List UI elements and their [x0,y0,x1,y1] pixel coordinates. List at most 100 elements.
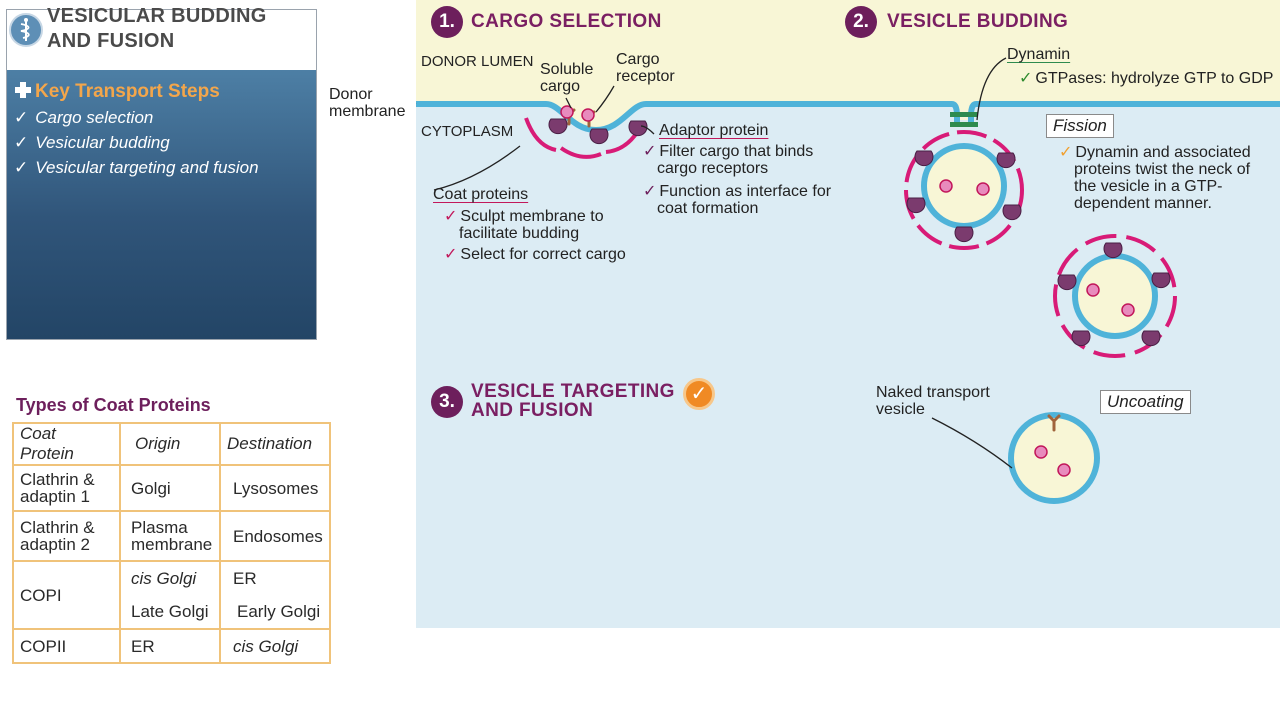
adaptor-protein-label: Adaptor protein [659,122,769,139]
table-cell: cis Golgi Late Golgi [119,560,221,630]
cell-line: Early Golgi [237,602,321,621]
coat-note: ✓Select for correct cargo [444,246,626,263]
checkmark-icon: ✓ [444,246,458,263]
checkmark-badge-icon: ✓ [683,378,715,410]
step-item: ✓ Cargo selection [14,108,153,128]
label-line: Donor [329,86,373,103]
table-cell: cis Golgi [219,628,331,664]
key-steps-panel [6,70,317,340]
uncoating-label: Uncoating [1100,390,1191,414]
naked-transport-vesicle [1008,412,1100,504]
table-cell: ER [119,628,221,664]
note-line: coat formation [657,200,759,217]
table-row: Clathrin & adaptin 1 Golgi Lysosomes [12,464,331,512]
note-line: cargo receptors [657,160,769,177]
coat-table-title: Types of Coat Proteins [16,395,211,415]
checkmark-icon: ✓ [14,108,29,127]
note-line: Function as interface for [659,183,832,200]
page-title: VESICULAR BUDDING AND FUSION [47,4,297,54]
vesicle-diagram [416,0,1280,504]
note-line: dependent manner. [1074,195,1212,212]
note-line: Sculpt membrane to [460,208,604,225]
dynamin-rings [950,112,978,127]
coat-proteins-cluster [524,105,648,159]
leader-lines [416,57,1013,469]
section-1-number: 1. [431,6,463,38]
section-2-number: 2. [845,6,877,38]
key-steps-heading: Key Transport Steps [35,81,220,102]
step-item: ✓Vesicular budding [14,133,170,153]
checkmark-icon: ✓ [643,183,657,200]
label-line: cargo [540,78,581,95]
donor-membrane-label: Donor membrane [329,86,405,120]
cell-line: adaptin 1 [20,487,90,506]
table-row: Clathrin & adaptin 2 Plasma membrane End… [12,510,331,562]
table-cell: ER Early Golgi [219,560,331,630]
table-header-row: Coat Protein Origin Destination [12,422,331,466]
budding-vesicle [904,130,1024,250]
step-label: Cargo selection [35,108,154,127]
cell-text: cis Golgi [233,636,299,656]
column-header: Coat Protein [12,422,121,466]
coat-proteins-label: Coat proteins [433,186,529,203]
label-line: membrane [329,103,406,120]
label-line: Cargo [616,51,660,68]
table-cell: COPII [12,628,121,664]
section-3-title-line: AND FUSION [471,400,594,421]
coat-protein-table: Coat Protein Origin Destination Clathrin… [12,422,331,664]
label-line: vesicle [876,401,925,418]
plus-icon [15,82,31,98]
title-card [6,9,317,70]
cytoplasm-label: CYTOPLASM [421,123,514,140]
soluble-cargo-label: Soluble cargo [540,61,593,95]
cell-line: Clathrin & [20,518,95,537]
checkmark-icon: ✓ [643,143,657,160]
cell-text: cis Golgi [131,569,197,588]
note-line: facilitate budding [459,225,580,242]
table-cell: Endosomes [219,510,331,562]
cell-line: adaptin 2 [20,535,90,554]
adaptor-note: ✓Function as interface for coat formatio… [643,183,831,217]
page-title-line-1: VESICULAR BUDDING [47,5,267,27]
note-line: proteins twist the neck of [1074,161,1251,178]
donor-lumen-label: DONOR LUMEN [421,53,534,70]
cell-line: Plasma [131,518,188,537]
note-line: GTPases: hydrolyze GTP to GDP [1035,70,1274,87]
donor-membrane [968,101,1280,126]
column-header: Destination [219,422,331,466]
table-cell: Clathrin & adaptin 1 [12,464,121,512]
dynamin-label: Dynamin [1007,46,1071,63]
fission-note: ✓Dynamin and associated proteins twist t… [1059,144,1251,212]
cell-line: membrane [131,535,213,554]
section-3-title: VESICLE TARGETING AND FUSION [471,382,675,420]
donor-lumen-region [416,0,1280,130]
cell-line: Clathrin & [20,470,95,489]
checkmark-icon: ✓ [1059,144,1073,161]
label-line: Naked transport [876,384,990,401]
section-1-title: CARGO SELECTION [471,11,662,32]
table-cell: COPI [12,560,121,630]
label-line: receptor [616,68,675,85]
table-row: COPII ER cis Golgi [12,628,331,664]
fission-label: Fission [1046,114,1114,138]
table-cell: Clathrin & adaptin 2 [12,510,121,562]
checkmark-icon: ✓ [14,158,29,177]
caduceus-logo-icon [9,13,43,47]
note-line: Filter cargo that binds [659,143,814,160]
cell-line: cis Golgi [131,570,213,587]
cell-line: ER [233,569,257,588]
section-3-title-line: VESICLE TARGETING [471,381,675,402]
coat-note: ✓Sculpt membrane to facilitate budding [444,208,604,242]
label-line: Soluble [540,61,594,78]
section-3-number: 3. [431,386,463,418]
cargo-receptor-label: Cargo receptor [616,51,675,85]
dynamin-note: ✓GTPases: hydrolyze GTP to GDP [1019,70,1273,87]
cell-line: Late Golgi [131,602,209,621]
step-label: Vesicular budding [35,133,170,152]
table-row: COPI cis Golgi Late Golgi ER Early Golgi [12,560,331,630]
checkmark-icon: ✓ [444,208,458,225]
naked-vesicle-label: Naked transport vesicle [876,384,990,418]
note-line: the vesicle in a GTP- [1074,178,1223,195]
step-label: Vesicular targeting and fusion [35,158,259,177]
checkmark-icon: ✓ [1019,70,1033,87]
